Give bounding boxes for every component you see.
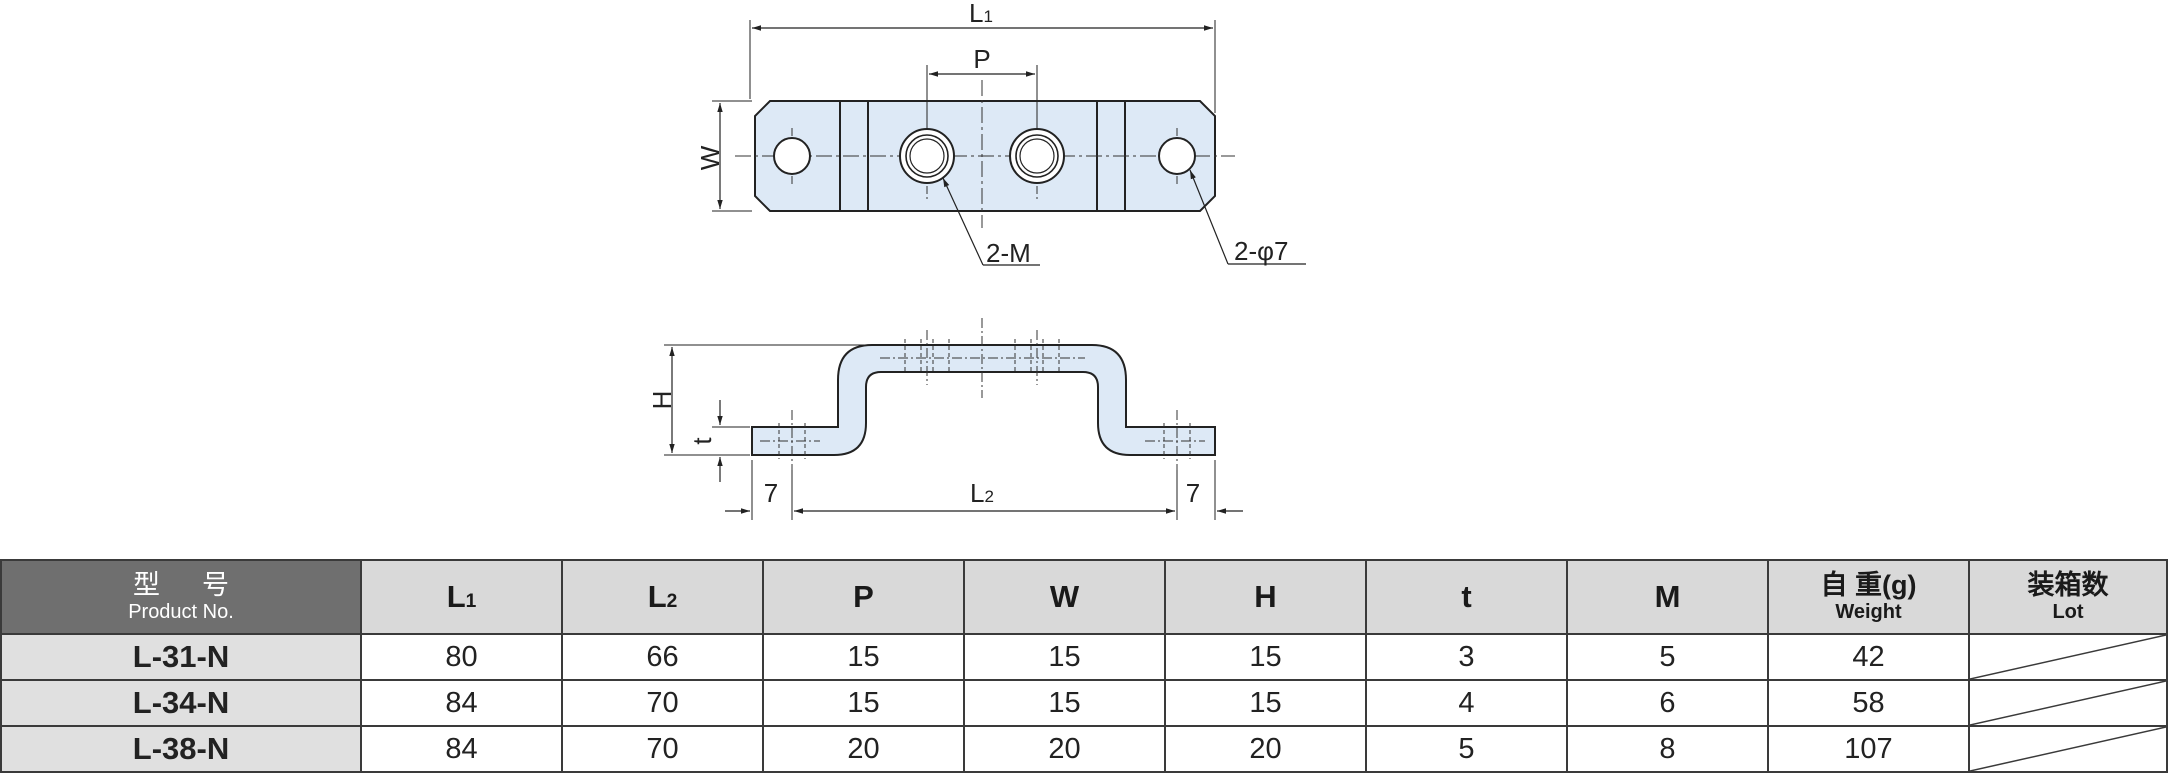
cell-P: 20 — [762, 725, 965, 773]
dim-L2-label: L2 — [970, 478, 994, 508]
cell-weight: 42 — [1767, 633, 1970, 681]
cell-L1: 84 — [360, 679, 563, 727]
cell-model: L-31-N — [0, 633, 362, 681]
header-W: W — [963, 559, 1166, 635]
threaded-hole-right — [1009, 128, 1065, 184]
cell-model: L-34-N — [0, 679, 362, 727]
cell-H: 20 — [1164, 725, 1367, 773]
cell-t: 5 — [1365, 725, 1568, 773]
cell-lot-empty — [1968, 725, 2168, 773]
cell-M: 5 — [1566, 633, 1769, 681]
dim-P-label: P — [973, 44, 990, 74]
cell-H: 15 — [1164, 633, 1367, 681]
technical-drawing: L1 P W 2-M 2-φ7 — [647, 0, 1306, 520]
table-row: L-31-N 80 66 15 15 15 3 5 42 — [0, 633, 2168, 681]
cell-W: 15 — [963, 679, 1166, 727]
table-row: L-34-N 84 70 15 15 15 4 6 58 — [0, 679, 2168, 727]
header-L2: L2 — [561, 559, 764, 635]
cell-model: L-38-N — [0, 725, 362, 773]
cell-M: 8 — [1566, 725, 1769, 773]
callout-2M: 2-M — [986, 238, 1031, 268]
through-hole-right — [1158, 137, 1196, 175]
cell-weight: 58 — [1767, 679, 1970, 727]
callout-2-phi7: 2-φ7 — [1234, 236, 1288, 266]
cell-L1: 80 — [360, 633, 563, 681]
threaded-hole-left — [899, 128, 955, 184]
header-lot: 装箱数 Lot — [1968, 559, 2168, 635]
spec-table: 型号 Product No. L1 L2 P W H t M 自 重(g) We… — [0, 559, 2168, 773]
table-row: L-38-N 84 70 20 20 20 5 8 107 — [0, 725, 2168, 773]
header-weight: 自 重(g) Weight — [1767, 559, 1970, 635]
dim-7-right: 7 — [1186, 478, 1200, 508]
header-model: 型号 Product No. — [0, 559, 362, 635]
cell-P: 15 — [762, 633, 965, 681]
top-view: L1 P W 2-M 2-φ7 — [695, 0, 1306, 268]
dim-t-label: t — [687, 437, 717, 445]
header-H: H — [1164, 559, 1367, 635]
dim-W-label: W — [695, 145, 725, 170]
cell-W: 15 — [963, 633, 1166, 681]
cell-L2: 66 — [561, 633, 764, 681]
cell-P: 15 — [762, 679, 965, 727]
dim-7-left: 7 — [764, 478, 778, 508]
cell-L2: 70 — [561, 679, 764, 727]
through-hole-left — [773, 137, 811, 175]
cell-H: 15 — [1164, 679, 1367, 727]
cell-t: 4 — [1365, 679, 1568, 727]
header-t: t — [1365, 559, 1568, 635]
cell-L2: 70 — [561, 725, 764, 773]
cell-L1: 84 — [360, 725, 563, 773]
cell-W: 20 — [963, 725, 1166, 773]
header-L1: L1 — [360, 559, 563, 635]
dim-H-label: H — [647, 391, 677, 410]
cell-lot-empty — [1968, 679, 2168, 727]
cell-t: 3 — [1365, 633, 1568, 681]
side-view: H t 7 L2 7 — [647, 318, 1243, 520]
dim-L1-label: L1 — [969, 0, 993, 28]
cell-lot-empty — [1968, 633, 2168, 681]
header-M: M — [1566, 559, 1769, 635]
cell-weight: 107 — [1767, 725, 1970, 773]
table-header-row: 型号 Product No. L1 L2 P W H t M 自 重(g) We… — [0, 559, 2168, 635]
cell-M: 6 — [1566, 679, 1769, 727]
bracket-side-profile — [751, 344, 1216, 456]
header-P: P — [762, 559, 965, 635]
